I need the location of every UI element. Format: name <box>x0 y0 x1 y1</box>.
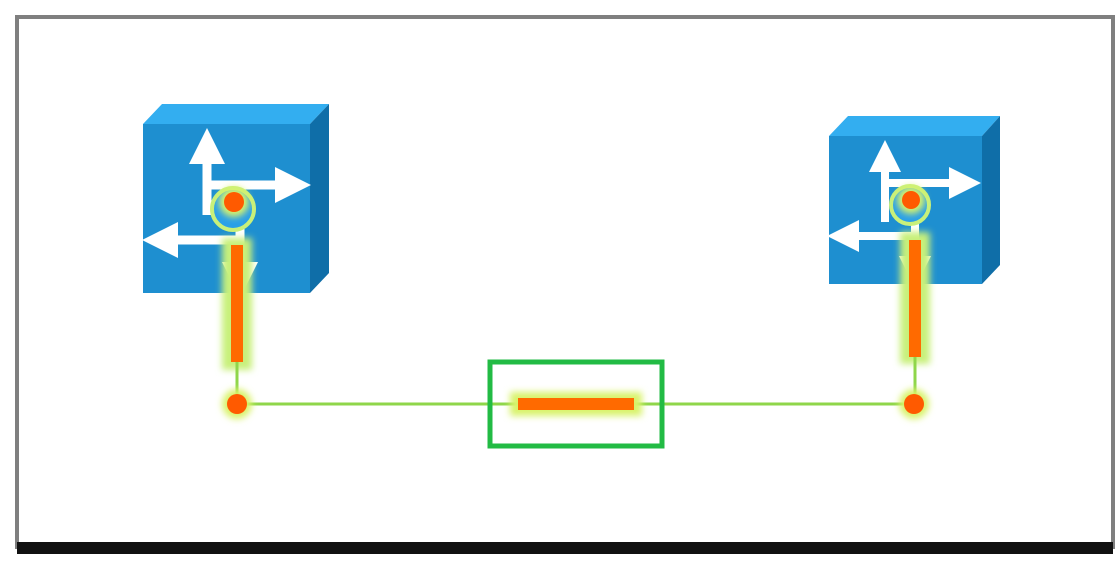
switch-left-side-face <box>310 104 329 293</box>
switch-right-side-face <box>982 116 1000 284</box>
switch-right-top-face <box>829 116 1000 136</box>
switch-left-top-face <box>143 104 329 124</box>
left-junction-dot[interactable] <box>222 389 252 419</box>
junction-dot <box>904 394 924 414</box>
horizontal-link[interactable] <box>236 392 913 416</box>
port-dot <box>902 191 920 209</box>
selection-box <box>487 359 665 449</box>
frame-bottom-bar <box>17 542 1113 554</box>
left-vertical-link[interactable] <box>222 238 252 404</box>
junction-dot <box>227 394 247 414</box>
switch-right-port-dot[interactable] <box>897 186 925 214</box>
right-junction-dot[interactable] <box>899 389 929 419</box>
switch-left[interactable] <box>142 104 329 298</box>
port-dot <box>224 192 244 212</box>
switch-left-port-dot[interactable] <box>219 187 249 217</box>
